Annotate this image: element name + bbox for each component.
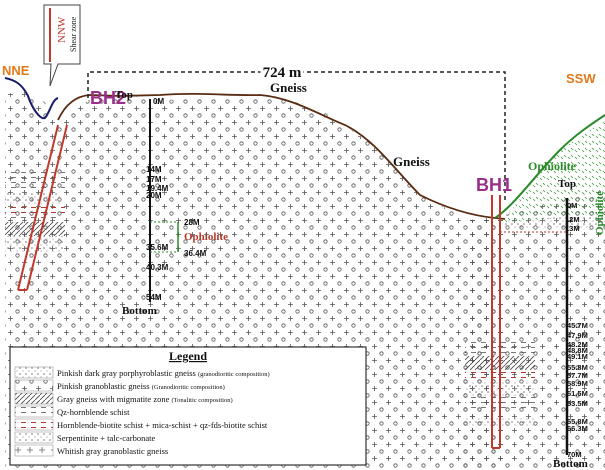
distance-label: 724 m [263,65,302,81]
bh1-depth-61-5: 61.5M [567,389,588,398]
bh2-depth-35-6: 35.6M [146,243,169,252]
river-profile [4,77,59,120]
bh1-depth-45-7: 45.7M [567,321,588,330]
legend-title: Legend [169,349,207,363]
bh1-ophiolite-vertical: Ophiolite [594,191,605,235]
bh1-depth-12: 12M [565,215,580,224]
bh2-depth-0: 0M [153,97,164,106]
bh2-ophiolite-interval [150,221,179,253]
bh1-depth-65-8: 65.8M [567,417,588,426]
bh2-top-label: Top [115,89,133,101]
bh1-depth-57-7: 57.7M [567,371,588,380]
legend-item-5: Hornblende-biotite schist + mica-schist … [57,420,268,430]
gneiss-label-2: Gneiss [393,154,430,169]
bh1-depth-13: 13M [565,224,580,233]
bh2-depth-17: 17M [146,175,162,184]
ophiolite-surface-label: Ophiolite [528,159,577,173]
bh1-depth-66-3: 66.3M [567,424,588,433]
direction-ssw: SSW [566,71,596,86]
bh1-depth-49-1: 49.1M [567,352,588,361]
legend-item-7: Whitish gray granoblastic gneiss [57,446,168,456]
bh2-depth-54: 54M [146,293,162,302]
distance-bracket [87,71,506,200]
bh1-depth-55-8: 55.8M [567,363,588,372]
bh2-name: BH2 [90,88,126,108]
ophiolite-body [505,120,605,222]
bh1-top-label: Top [558,178,576,190]
legend: Legend Pinkish dark gray porphyroblastic… [9,346,367,466]
bh1-bottom-label: Bottom [553,458,588,470]
bh2-shear-borehole [17,124,68,291]
shear-subtitle: Shear zone [69,16,78,52]
bh2-left-layers [5,170,65,252]
topographic-surface [57,92,506,220]
direction-nne: NNE [2,63,30,78]
bh1-depth-58-9: 58.9M [567,379,588,388]
bh2-depth-40-3: 40.3M [146,263,169,272]
bh1-depth-48-8: 48.8M [567,346,588,355]
bh1-borehole [491,195,501,449]
bh2-depth-28: 28M [184,218,200,227]
legend-item-3: Gray gneiss with migmatite zone (Tonalit… [57,394,233,404]
bh1-depth-48-2: 48.2M [567,340,588,349]
legend-item-1: Pinkish dark gray porphyroblastic gneiss… [57,368,270,378]
shear-zone-callout [43,4,81,87]
bh1-depth-0: 0M [567,201,577,210]
legend-item-6: Serpentinite + talc-carbonate [57,433,155,443]
bh1-depth-labels: 0M 12M 13M 45.7M 47.9M 48.2M 48.8M 49.1M… [565,201,588,459]
bh1-depth-63-5: 63.5M [567,399,588,408]
legend-item-4: Qz-hornblende schist [57,407,130,417]
bh2-depth-36-4: 36.4M [184,249,207,258]
ophiolite-surface [494,114,605,219]
bh2-depth-14: 14M [146,165,162,174]
shear-title: NNW [56,16,68,43]
bh1-name: BH1 [476,175,512,195]
bh1-depth-47-9: 47.9M [567,331,588,340]
bh2-bottom-label: Bottom [122,305,157,317]
bh2-depth-20: 20M [146,191,162,200]
gneiss-label-1: Gneiss [270,80,307,95]
legend-item-2: Pinkish granoblastic gneiss (Granodiorit… [57,381,225,391]
bh2-ophiolite-label: Ophiolite [184,231,228,243]
bh1-depth-70: 70M [567,450,582,459]
bh2-depth-labels: 0M 14M 17M 19.4M 20M 28M 35.6M 36.4M 40.… [146,97,207,302]
bh2-depth-19-4: 19.4M [146,184,169,193]
